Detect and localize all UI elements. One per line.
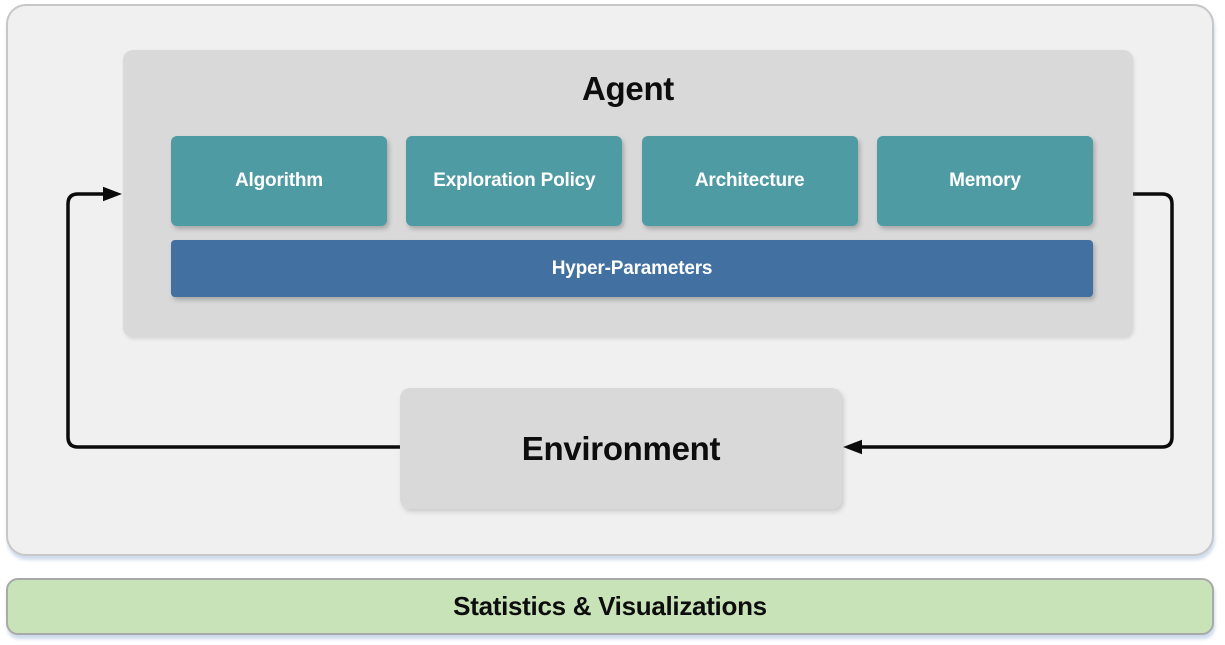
hyper-parameters-bar: Hyper-Parameters [171, 240, 1093, 297]
environment-box: Environment [400, 388, 842, 509]
module-box-algorithm: Algorithm [171, 136, 387, 226]
module-box-memory: Memory [876, 136, 1093, 226]
module-box-architecture: Architecture [641, 136, 858, 226]
agent-title: Agent [582, 70, 674, 107]
module-box-exploration-policy: Exploration Policy [406, 136, 623, 226]
agent-container: Agent Algorithm Exploration Policy Archi… [123, 50, 1133, 337]
agent-module-row: Algorithm Exploration Policy Architectur… [171, 136, 1093, 226]
statistics-visualizations-bar: Statistics & Visualizations [6, 578, 1214, 635]
